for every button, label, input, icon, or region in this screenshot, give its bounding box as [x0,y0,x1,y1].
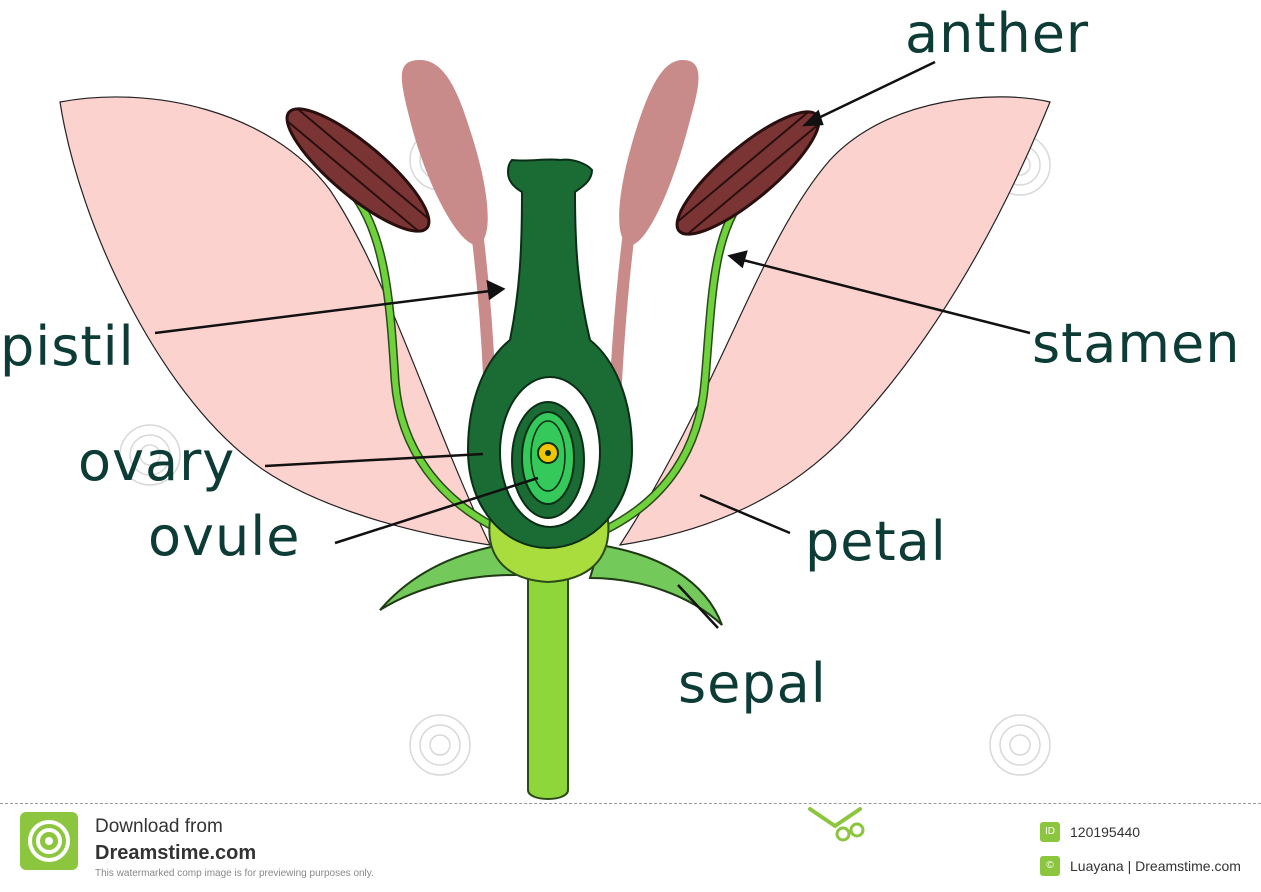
image-id: 120195440 [1070,824,1141,840]
anther-left [285,107,431,233]
dreamstime-logo-icon [20,812,78,870]
anther-right [675,110,821,236]
stem [527,569,569,800]
label-sepal: sepal [678,652,827,715]
pointer-petal [699,493,791,535]
author-credit: Luayana | Dreamstime.com [1070,858,1241,874]
filament-left-fill [347,187,503,533]
pointer-anther [809,60,936,124]
petal-right [618,96,1051,546]
scissors-icon [808,807,865,842]
sepal-right [588,543,723,626]
download-from-text: Download from [95,816,223,837]
author-row: © Luayana | Dreamstime.com [1040,856,1241,876]
dreamstime-site-text[interactable]: Dreamstime.com [95,842,257,864]
ovule [511,401,585,519]
preview-disclaimer: This watermarked comp image is for previ… [95,868,374,879]
petal-left [59,96,492,546]
label-pistil: pistil [0,315,135,378]
image-id-row: ID 120195440 [1040,822,1140,842]
filament-right-fill [602,192,748,533]
pointer-pistil [154,288,499,335]
label-anther: anther [905,2,1089,65]
download-footer: Download from Dreamstime.com This waterm… [0,803,1261,892]
pointer-anther-arrow [801,109,824,127]
pointer-ovary [264,452,484,468]
pointer-ovule [334,476,539,545]
label-petal: petal [805,510,947,573]
copyright-badge-icon: © [1040,856,1060,876]
pointer-lines [154,60,1031,629]
label-ovule: ovule [148,505,300,568]
id-badge-icon: ID [1040,822,1060,842]
label-stamen: stamen [1032,312,1240,375]
pointer-pistil-arrow [486,279,506,301]
pointer-stamen-arrow [727,250,748,269]
sepal-left [379,543,517,611]
pointer-sepal [677,584,719,629]
label-ovary: ovary [78,430,235,493]
pointer-stamen [734,256,1031,335]
